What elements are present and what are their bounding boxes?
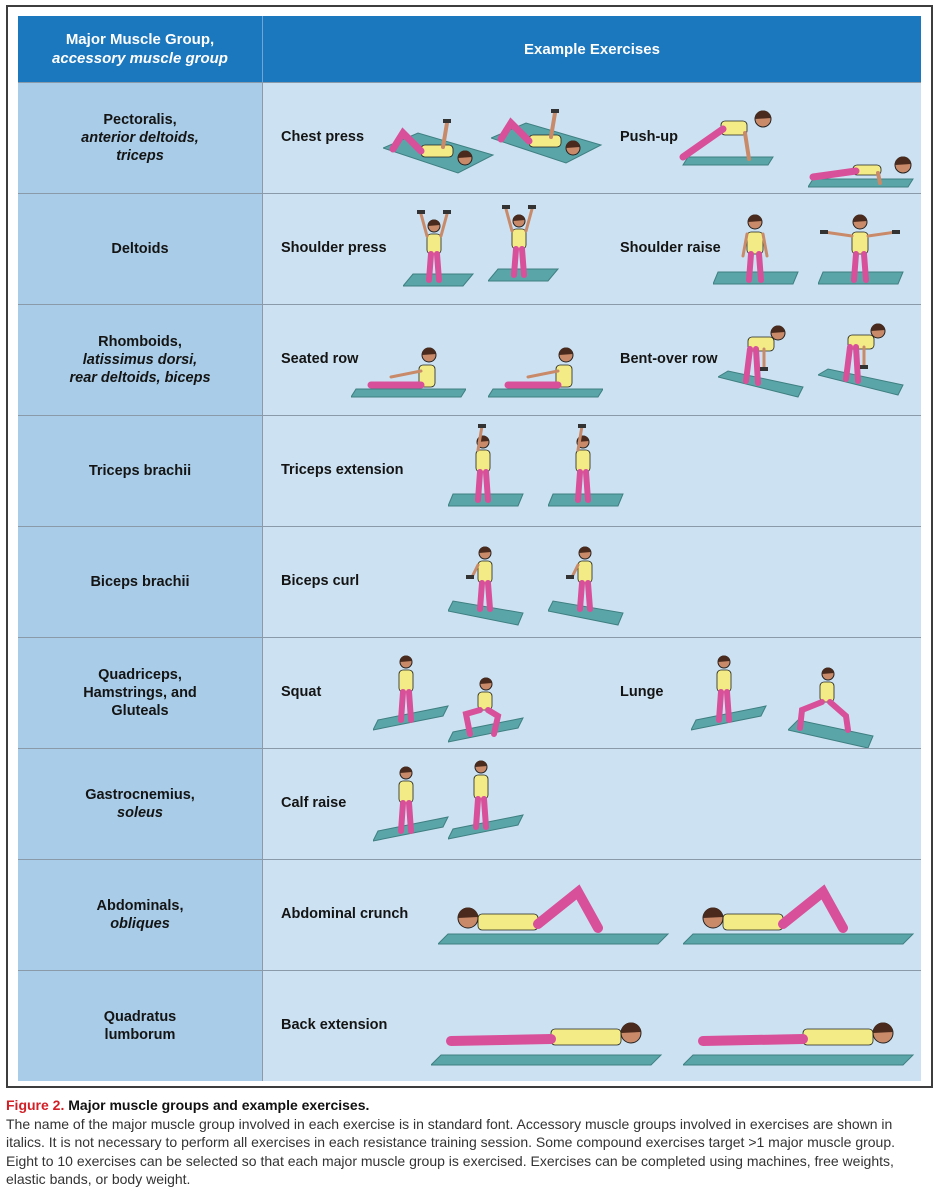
- muscle-group-name: Quadriceps,: [98, 667, 182, 683]
- exercise-name: Push-up: [620, 129, 678, 145]
- muscle-group-cell: Deltoids: [18, 194, 263, 304]
- standing-figure: [691, 655, 767, 731]
- table-row: Rhomboids, latissimus dorsi, rear deltoids…: [18, 304, 921, 415]
- header-muscle-group: Major Muscle Group, accessory muscle gro…: [18, 16, 263, 82]
- exercise-name: Back extension: [281, 1017, 388, 1033]
- accessory-muscle-group: triceps: [116, 148, 164, 164]
- table-row: Pectoralis, anterior deltoids, triceps Ches…: [18, 82, 921, 193]
- exercise-name: Triceps extension: [281, 462, 404, 478]
- header-col1-main: Major Muscle Group,: [65, 31, 215, 48]
- exercise-name: Abdominal crunch: [281, 906, 409, 922]
- figure-caption: Figure 2. Major muscle groups and exampl…: [6, 1096, 926, 1189]
- muscle-group-cell: Gastrocnemius, soleus: [18, 749, 263, 859]
- exercise-name: Chest press: [281, 129, 365, 145]
- figure-frame: Major Muscle Group, accessory muscle gro…: [6, 5, 933, 1088]
- caption-body: The name of the major muscle group invol…: [6, 1115, 896, 1188]
- muscle-group-name: Gluteals: [111, 703, 169, 719]
- exercise-name: Shoulder raise: [620, 240, 721, 256]
- caption-title: Major muscle groups and example exercise…: [68, 1097, 370, 1113]
- muscle-group-cell: Triceps brachii: [18, 416, 263, 526]
- exercise-name: Lunge: [620, 684, 664, 700]
- muscle-group-name: Rhomboids,: [98, 334, 182, 350]
- biceps-curl-figure: [448, 546, 524, 626]
- accessory-muscle-group: obliques: [110, 916, 170, 932]
- table-row: Biceps brachii Biceps curl: [18, 526, 921, 637]
- exercise-cell: Abdominal crunch: [263, 860, 921, 970]
- standing-figure: [373, 766, 449, 842]
- plank-figure: [679, 110, 774, 166]
- exercise-name: Bent-over row: [620, 351, 718, 367]
- exercise-cell: Chest press Push-up: [263, 83, 921, 193]
- caption-label: Figure 2.: [6, 1097, 65, 1113]
- push-up-low-figure: [808, 156, 914, 188]
- exercise-cell: Biceps curl: [263, 527, 921, 637]
- exercise-cell: Seated row Bent-over row: [263, 305, 921, 415]
- exercise-name: Shoulder press: [281, 240, 387, 256]
- seated-row-figure: [351, 347, 466, 398]
- table-row: Triceps brachii Triceps extension: [18, 415, 921, 526]
- standing-arms-up-figure: [403, 210, 475, 287]
- muscle-group-name: Gastrocnemius,: [85, 787, 195, 803]
- muscle-group-name: Quadratus: [103, 1009, 177, 1025]
- muscle-group-name: Deltoids: [111, 241, 169, 257]
- exercise-cell: Calf raise: [263, 749, 921, 859]
- exercise-name: Squat: [281, 684, 322, 700]
- exercise-name: Seated row: [281, 351, 359, 367]
- muscle-group-name: Abdominals,: [96, 898, 184, 914]
- exercise-name: Calf raise: [281, 795, 347, 811]
- standing-arms-up-figure: [488, 205, 560, 282]
- table-row: Abdominals, obliques Abdominal crunch: [18, 859, 921, 970]
- calf-raise-figure: [448, 760, 524, 840]
- prone-figure: [683, 1022, 915, 1066]
- muscle-group-cell: Abdominals, obliques: [18, 860, 263, 970]
- accessory-muscle-group: rear deltoids, biceps: [69, 370, 211, 386]
- squat-figure: [448, 677, 524, 743]
- accessory-muscle-group: anterior deltoids,: [81, 130, 199, 146]
- muscle-group-cell: Pectoralis, anterior deltoids, triceps: [18, 83, 263, 193]
- standing-figure: [373, 655, 449, 731]
- table-row: Quadratus lumborum Back extension: [18, 970, 921, 1081]
- header-col1-accessory: accessory muscle group: [52, 50, 228, 67]
- bent-over-row-figure: [718, 325, 804, 398]
- exercise-cell: Back extension: [263, 971, 921, 1081]
- supine-chest-press-figure: [383, 119, 495, 174]
- muscle-group-cell: Rhomboids, latissimus dorsi, rear deltoids…: [18, 305, 263, 415]
- exercise-cell: Squat Lunge: [263, 638, 921, 749]
- table-row: Deltoids Shoulder press Shoulder raise: [18, 193, 921, 304]
- crunch-figure: [438, 884, 670, 945]
- overhead-extension-figure: [448, 424, 524, 507]
- prone-figure: [431, 1022, 663, 1066]
- exercise-cell: Triceps extension: [263, 416, 921, 526]
- accessory-muscle-group: soleus: [117, 805, 163, 821]
- bent-over-row-figure: [818, 323, 904, 396]
- standing-arms-out-figure: [818, 214, 904, 285]
- table-row: Gastrocnemius, soleus Calf raise: [18, 748, 921, 859]
- supine-chest-press-figure: [491, 109, 603, 164]
- exercise-name: Biceps curl: [281, 573, 360, 589]
- muscle-group-name: Biceps brachii: [90, 574, 190, 590]
- muscle-group-name: Triceps brachii: [88, 463, 192, 479]
- seated-row-figure: [488, 347, 603, 398]
- biceps-curl-figure: [548, 546, 624, 626]
- exercise-cell: Shoulder press Shoulder raise: [263, 194, 921, 304]
- muscle-group-cell: Quadratus lumborum: [18, 971, 263, 1081]
- header-example-exercises: Example Exercises: [263, 16, 921, 82]
- muscle-group-name: lumborum: [104, 1027, 176, 1043]
- accessory-muscle-group: latissimus dorsi,: [82, 352, 198, 368]
- muscle-group-name: Pectoralis,: [103, 112, 177, 128]
- muscle-group-cell: Biceps brachii: [18, 527, 263, 637]
- lunge-figure: [788, 667, 874, 749]
- crunch-figure: [683, 884, 915, 945]
- muscle-group-name: Hamstrings, and: [83, 685, 197, 701]
- overhead-extension-figure: [548, 424, 624, 507]
- standing-arms-down-figure: [713, 214, 799, 285]
